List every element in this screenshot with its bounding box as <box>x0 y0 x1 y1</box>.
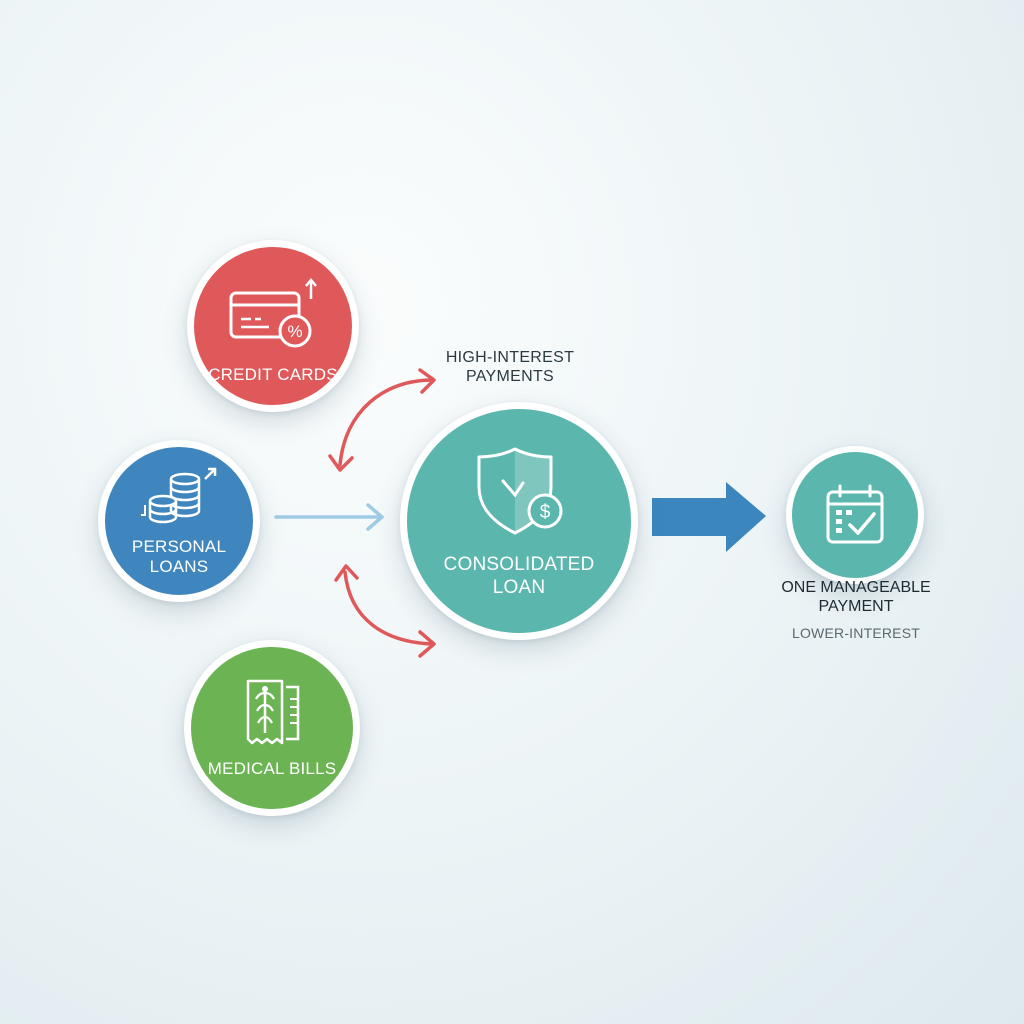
medical-bills-label: MEDICAL BILLS <box>207 759 337 778</box>
consolidated-loan-label: CONSOLIDATED LOAN <box>444 553 595 599</box>
medical-receipt-icon <box>246 679 300 745</box>
one-payment-caption: ONE MANAGEABLE PAYMENT <box>756 578 956 616</box>
manageable-payment-node <box>786 446 924 584</box>
consolidated-loan-label-line1: CONSOLIDATED <box>443 554 595 575</box>
personal-loans-node: PERSONAL LOANS <box>98 440 260 602</box>
consolidated-loan-label-line2: LOAN <box>492 577 546 598</box>
coin-stack-icon <box>141 467 217 524</box>
lower-curved-arrow <box>343 570 434 646</box>
one-payment-line1: ONE MANAGEABLE <box>781 579 931 596</box>
medical-bills-node: MEDICAL BILLS <box>184 640 360 816</box>
upper-arrowhead-down <box>328 454 354 472</box>
lower-arrowhead-up <box>334 564 359 582</box>
personal-loans-label-line1: PERSONAL <box>131 537 227 556</box>
high-interest-caption: HIGH-INTEREST PAYMENTS <box>430 348 590 386</box>
svg-text:%: % <box>287 322 302 341</box>
credit-cards-label: CREDIT CARDS <box>208 365 338 384</box>
svg-text:$: $ <box>540 502 551 523</box>
credit-cards-node: % CREDIT CARDS <box>187 240 359 412</box>
one-payment-line2: PAYMENT <box>818 598 894 615</box>
high-interest-line2: PAYMENTS <box>465 368 555 385</box>
consolidated-loan-node: $ CONSOLIDATED LOAN <box>400 402 638 640</box>
high-interest-line1: HIGH-INTEREST <box>445 349 575 366</box>
shield-dollar-icon: $ <box>477 447 563 535</box>
big-blue-arrow <box>652 482 766 552</box>
upper-arrowhead-right <box>418 368 436 394</box>
personal-loans-label: PERSONAL LOANS <box>132 537 226 577</box>
personal-loans-label-line2: LOANS <box>149 557 209 576</box>
lower-interest-caption: LOWER-INTEREST <box>791 625 921 641</box>
calendar-check-icon <box>826 484 884 544</box>
upper-curved-arrow <box>338 378 434 467</box>
credit-card-percent-icon: % <box>229 278 317 348</box>
lower-arrowhead-right <box>418 630 436 658</box>
